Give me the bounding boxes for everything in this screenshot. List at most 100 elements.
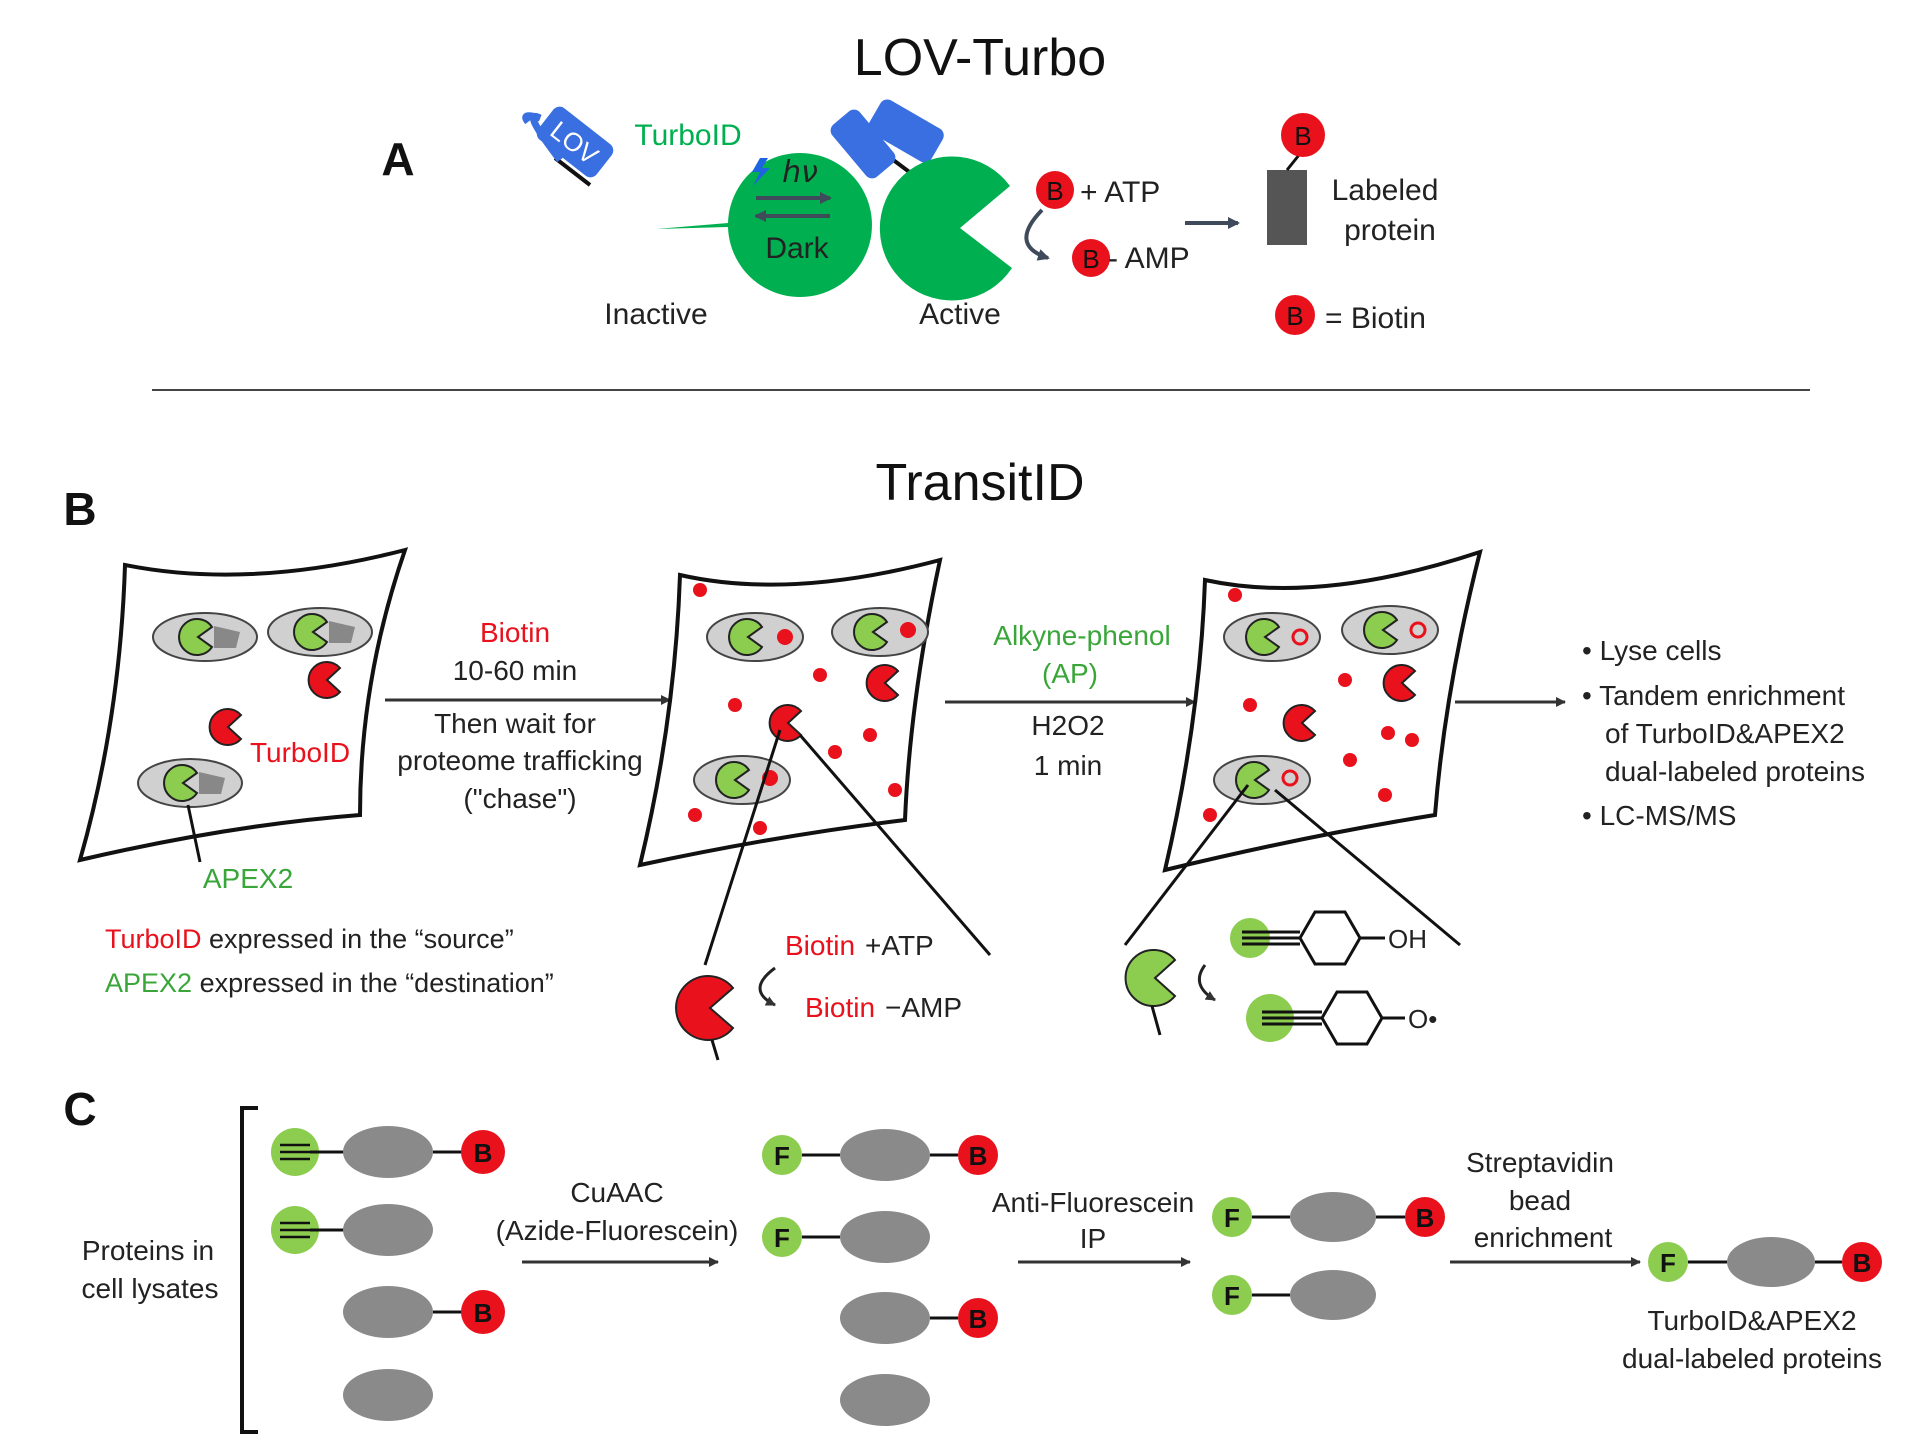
turboid-active: Active	[830, 99, 1012, 331]
step-tandem-3: dual-labeled proteins	[1605, 756, 1865, 787]
mito-4	[706, 612, 804, 662]
apex2-pacman-icon	[1124, 949, 1177, 1007]
panel-b: TransitID B TurboID AP	[63, 454, 1865, 1061]
step-cuaac: CuAAC (Azide-Fluorescein)	[496, 1177, 739, 1267]
ip-protein-f-only: F	[1212, 1270, 1376, 1320]
arrow1-time: 10-60 min	[453, 655, 578, 686]
arrow2-time: 1 min	[1034, 750, 1102, 781]
turboid-pacman-icon	[675, 975, 735, 1041]
labeled-protein: B Labeled protein B = Biotin	[1267, 113, 1438, 335]
protein-none	[840, 1374, 930, 1426]
protein-block	[1267, 170, 1307, 245]
svg-text:F: F	[774, 1141, 790, 1171]
cell-2	[637, 557, 992, 966]
atp-label: + ATP	[1080, 176, 1160, 209]
mito-6	[693, 755, 791, 805]
arrow1-line2: proteome trafficking	[397, 745, 642, 776]
svg-text:B: B	[969, 1304, 988, 1334]
svg-text:B: B	[1082, 244, 1099, 274]
mito-1	[152, 612, 258, 662]
cell-2-outline	[637, 557, 943, 868]
zoom-biotin-reaction: Biotin +ATP Biotin −AMP	[675, 930, 962, 1061]
lysate-bracket	[240, 1106, 258, 1434]
light-switch: hν Dark	[752, 155, 832, 265]
turboid-pacman-icon	[307, 661, 342, 699]
lysate-label-1: Proteins in	[82, 1235, 214, 1266]
clicked-proteins: F B F B	[762, 1129, 998, 1426]
panel-b-letter: B	[63, 483, 96, 535]
ip-label-1: Anti-Fluorescein	[992, 1187, 1194, 1218]
turboid-pacman-icon	[1282, 704, 1317, 742]
zoom1-amp: −AMP	[885, 992, 962, 1023]
cell1-turboid-label: TurboID	[250, 737, 350, 768]
lightning-icon	[752, 158, 770, 186]
note-apex2-destination: APEX2 expressed in the “destination”	[105, 968, 554, 998]
zoom-apex2-reaction: OH O•	[1124, 910, 1437, 1046]
lov-open-box-2	[868, 99, 944, 163]
cuaac-reagent: (Azide-Fluorescein)	[496, 1215, 739, 1246]
phenoxyl-radical-icon: O•	[1246, 990, 1437, 1046]
protein-alkyne-only	[271, 1204, 433, 1256]
oh-label: OH	[1388, 924, 1427, 954]
mito-3	[137, 758, 243, 808]
svg-text:B: B	[1294, 121, 1311, 151]
panel-c: C Proteins in cell lysates B	[63, 1083, 1882, 1434]
step-tandem-2: of TurboID&APEX2	[1605, 718, 1845, 749]
note-turboid-source: TurboID expressed in the “source”	[105, 924, 514, 954]
panel-a: LOV-Turbo A LOV TurboID Inactive hν Dark	[381, 29, 1438, 335]
protein-b-only: B	[840, 1292, 998, 1344]
step-biotin-chase: Biotin 10-60 min Then wait for proteome …	[385, 617, 671, 814]
arrow2-h2o2: H2O2	[1031, 710, 1104, 741]
biotin-icon	[1036, 171, 1074, 209]
biotin-tag-icon	[958, 1135, 998, 1175]
step-lyse: • Lyse cells	[1582, 635, 1721, 666]
protein-f-b: F B	[762, 1129, 998, 1181]
legend-biotin-label: = Biotin	[1325, 302, 1426, 335]
arrow2-ap2: (AP)	[1042, 658, 1098, 689]
cuaac-label: CuAAC	[570, 1177, 663, 1208]
arrow1-line3: ("chase")	[463, 783, 576, 814]
turboid-pacman-icon	[865, 664, 900, 702]
strep-label-1: Streptavidin	[1466, 1147, 1614, 1178]
arrow1-biotin: Biotin	[480, 617, 550, 648]
inactive-label: Inactive	[604, 298, 707, 331]
amp-label: - AMP	[1108, 242, 1190, 275]
fluorescein-tag-icon	[1648, 1242, 1688, 1282]
active-label: Active	[919, 298, 1001, 331]
fluorescein-tag-icon	[762, 1217, 802, 1257]
turboid-active-icon	[879, 156, 1012, 301]
biotin-tag-icon	[461, 1290, 505, 1334]
step-alkyne-phenol: Alkyne-phenol (AP) H2O2 1 min	[945, 620, 1196, 781]
ip-proteins: F B F	[1212, 1192, 1445, 1320]
fluorescein-tag-icon	[762, 1135, 802, 1175]
panel-c-letter: C	[63, 1083, 96, 1135]
arrow1-line1: Then wait for	[434, 708, 596, 739]
mito-5	[831, 607, 929, 657]
step-anti-fluorescein-ip: Anti-Fluorescein IP	[992, 1187, 1194, 1267]
result-label-1: TurboID&APEX2	[1647, 1305, 1856, 1336]
cell-1-outline	[77, 547, 409, 863]
protein-f-only: F	[762, 1211, 930, 1263]
biotin-reaction: B + ATP B - AMP	[1024, 171, 1240, 277]
svg-text:F: F	[1660, 1248, 1676, 1278]
turboid-pacman-icon	[1382, 664, 1417, 702]
svg-text:F: F	[1224, 1203, 1240, 1233]
cell-3-outline	[1162, 548, 1483, 873]
svg-text:B: B	[1853, 1248, 1872, 1278]
panel-a-title: LOV-Turbo	[854, 29, 1106, 87]
result-label-2: dual-labeled proteins	[1622, 1343, 1882, 1374]
biotin-tag-icon	[461, 1130, 505, 1174]
biotin-tag-icon	[1842, 1242, 1882, 1282]
protein-unlabeled	[343, 1369, 433, 1421]
biotin-dots	[688, 583, 902, 835]
labeled-text-2: protein	[1344, 214, 1436, 247]
panel-b-title: TransitID	[876, 454, 1085, 512]
zoom1-atp: +ATP	[865, 930, 934, 961]
alkyne-phenol-icon: OH	[1230, 910, 1427, 966]
step-streptavidin: Streptavidin bead enrichment	[1450, 1147, 1641, 1267]
svg-text:B: B	[969, 1141, 988, 1171]
step-lcms: • LC-MS/MS	[1582, 800, 1736, 831]
protein-biotin-only: B	[343, 1286, 505, 1338]
biotin-tag-icon	[1405, 1197, 1445, 1237]
final-protein: F B TurboID&APEX2 dual-labeled proteins	[1622, 1237, 1882, 1374]
